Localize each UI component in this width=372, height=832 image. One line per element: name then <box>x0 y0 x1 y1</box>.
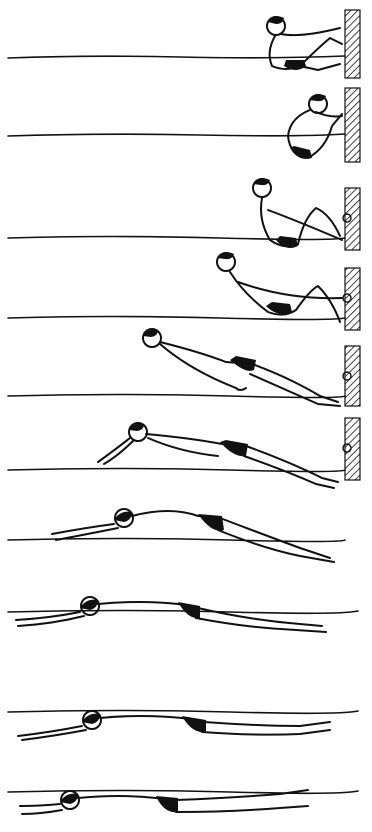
frame-7-entry <box>8 509 345 562</box>
water-line-9 <box>8 711 358 714</box>
water-line-5 <box>8 395 345 398</box>
swimmer-4 <box>217 252 342 322</box>
frame-10-surface <box>8 790 358 814</box>
frame-3-rise <box>8 178 360 250</box>
swimmer-6 <box>98 423 338 488</box>
swimmer-3 <box>253 178 342 248</box>
pool-wall-1 <box>345 10 360 78</box>
water-line-6 <box>8 469 345 472</box>
frame-4-push-off <box>8 252 360 330</box>
swimmer-9 <box>18 711 330 740</box>
frame-5-launch <box>8 329 360 406</box>
frame-9-streamline <box>8 711 358 741</box>
water-line-2 <box>8 134 345 136</box>
pool-wall-6 <box>345 418 360 480</box>
swimmer-7 <box>52 509 334 562</box>
water-line-1 <box>8 56 345 58</box>
pool-wall-5 <box>345 346 360 406</box>
pool-wall-4 <box>345 268 360 330</box>
frame-8-glide <box>8 597 358 632</box>
swimmer-2 <box>288 94 342 159</box>
swimmer-1 <box>267 16 342 70</box>
swimmer-8 <box>16 597 326 632</box>
pool-wall-2 <box>345 88 360 162</box>
frame-6-flight <box>8 418 360 488</box>
frame-2-tuck <box>8 88 360 162</box>
frame-1-grip-crouch <box>8 10 360 78</box>
water-line-4 <box>8 317 345 320</box>
pool-wall-3 <box>345 188 360 250</box>
water-line-8 <box>8 611 358 614</box>
